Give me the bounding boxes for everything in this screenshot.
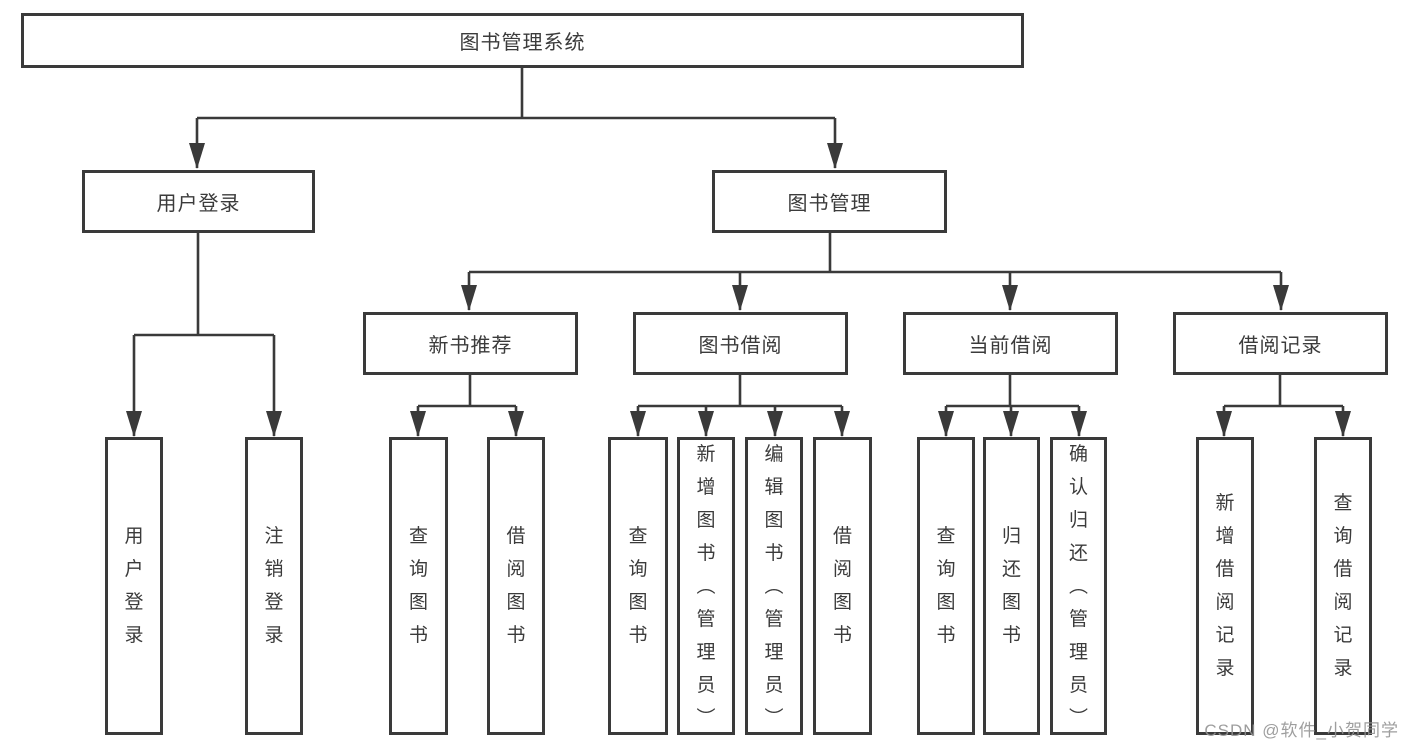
node-new-book-recommend: 新书推荐 (363, 312, 578, 375)
node-current-borrow-label: 当前借阅 (968, 335, 1053, 357)
root-node-library-system: 图书管理系统 (21, 13, 1024, 68)
node-current-borrow: 当前借阅 (903, 312, 1118, 375)
node-book-borrow: 图书借阅 (633, 312, 848, 375)
node-book-management: 图书管理 (712, 170, 947, 233)
leaf-borrow-books-2-label: 借 阅 图 书 (832, 526, 852, 646)
leaf-user-login: 用 户 登 录 (105, 437, 163, 735)
leaf-user-login-label: 用 户 登 录 (124, 526, 144, 646)
node-new-book-recommend-label: 新书推荐 (428, 335, 513, 357)
leaf-edit-books-admin-label: 编 辑 图 书 ︵ 管 理 员 ︶ (764, 443, 784, 729)
node-user-login-label: 用户登录 (156, 193, 241, 215)
leaf-return-books-label: 归 还 图 书 (1001, 526, 1021, 646)
leaf-add-borrow-record: 新 增 借 阅 记 录 (1196, 437, 1254, 735)
leaf-add-books-admin: 新 增 图 书 ︵ 管 理 员 ︶ (677, 437, 735, 735)
leaf-confirm-return-admin: 确 认 归 还 ︵ 管 理 员 ︶ (1050, 437, 1107, 735)
leaf-query-books-2-label: 查 询 图 书 (628, 526, 648, 646)
node-book-management-label: 图书管理 (787, 193, 872, 215)
leaf-borrow-books-1-label: 借 阅 图 书 (506, 526, 526, 646)
csdn-watermark: CSDN @软件_小贺同学 (1204, 721, 1399, 740)
node-borrow-record-label: 借阅记录 (1238, 335, 1323, 357)
leaf-query-borrow-record-label: 查 询 借 阅 记 录 (1333, 493, 1353, 679)
leaf-add-books-admin-label: 新 增 图 书 ︵ 管 理 员 ︶ (696, 443, 716, 729)
root-node-label: 图书管理系统 (459, 32, 586, 54)
leaf-return-books: 归 还 图 书 (983, 437, 1040, 735)
leaf-logout-label: 注 销 登 录 (264, 526, 284, 646)
leaf-query-books-2: 查 询 图 书 (608, 437, 668, 735)
leaf-query-books-3: 查 询 图 书 (917, 437, 975, 735)
leaf-query-books-1-label: 查 询 图 书 (408, 526, 428, 646)
leaf-borrow-books-1: 借 阅 图 书 (487, 437, 545, 735)
node-book-borrow-label: 图书借阅 (698, 335, 783, 357)
leaf-edit-books-admin: 编 辑 图 书 ︵ 管 理 员 ︶ (745, 437, 803, 735)
node-borrow-record: 借阅记录 (1173, 312, 1388, 375)
leaf-query-books-3-label: 查 询 图 书 (936, 526, 956, 646)
leaf-query-borrow-record: 查 询 借 阅 记 录 (1314, 437, 1372, 735)
leaf-add-borrow-record-label: 新 增 借 阅 记 录 (1215, 493, 1235, 679)
leaf-confirm-return-admin-label: 确 认 归 还 ︵ 管 理 员 ︶ (1068, 443, 1088, 729)
leaf-logout: 注 销 登 录 (245, 437, 303, 735)
node-user-login: 用户登录 (82, 170, 315, 233)
leaf-borrow-books-2: 借 阅 图 书 (813, 437, 872, 735)
leaf-query-books-1: 查 询 图 书 (389, 437, 448, 735)
